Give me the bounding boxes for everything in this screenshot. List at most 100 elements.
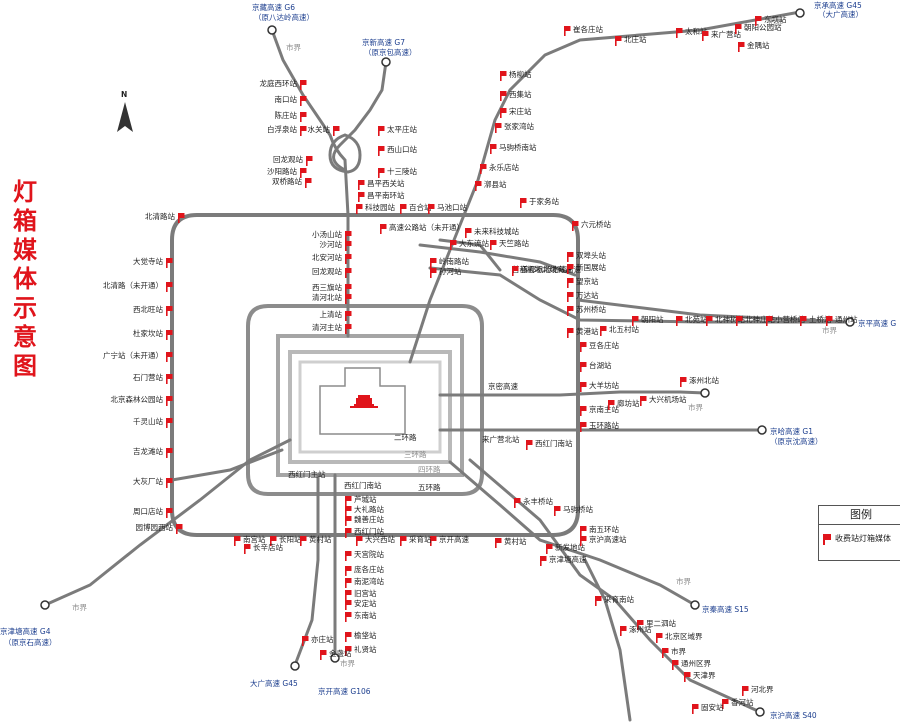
station-label: 首都机场北线高速 <box>521 264 581 274</box>
station-label: 永乐店站 <box>489 162 519 172</box>
hwy-label-g4: 京津塘高速 G4 <box>0 626 51 636</box>
station-label: 北清路站 <box>145 211 175 221</box>
flag-marker-icon <box>166 306 173 316</box>
flag-marker-icon <box>706 316 713 326</box>
hwy-label-g7: 京新高速 G7 <box>362 37 405 47</box>
station-label: 岭南路站 <box>439 256 469 266</box>
station-label: 河北界 <box>751 685 774 694</box>
legend: 图例 收费站灯箱媒体 <box>818 505 900 561</box>
hwy-label-g45s: 大广高速 G45 <box>250 678 298 688</box>
flag-marker-icon <box>676 316 683 326</box>
station-label: 小营桥站 <box>775 314 805 324</box>
station-label: 新发地站 <box>555 542 585 552</box>
flag-marker-icon <box>495 538 502 548</box>
flag-marker-icon <box>345 284 352 294</box>
flag-marker-icon <box>490 144 497 154</box>
terminal-g1 <box>757 425 767 435</box>
hwy-w-g5 <box>170 448 284 482</box>
flag-marker-icon <box>166 258 173 268</box>
title-char: 体 <box>13 265 37 293</box>
station-label: 大灰厂站 <box>133 476 163 486</box>
station-label: 京沪高速站 <box>589 534 627 544</box>
flag-marker-icon <box>345 600 352 610</box>
flag-marker-icon <box>676 28 683 38</box>
station-label: 吉龙滩站 <box>133 446 163 456</box>
flag-marker-icon <box>345 506 352 516</box>
flag-marker-icon <box>400 204 407 214</box>
station-label: 来广营站 <box>711 29 741 39</box>
station-label: 张家湾站 <box>504 121 534 131</box>
legend-item: 收费站灯箱媒体 <box>819 525 900 545</box>
flag-marker-icon <box>722 699 729 709</box>
ring4-label: 四环路 <box>418 464 441 474</box>
station-label: 白浮泉站 <box>267 124 297 134</box>
title-char: 灯 <box>13 178 37 206</box>
station-label: 北神庄站 <box>745 314 775 324</box>
station-label: 园博园西站 <box>136 522 174 532</box>
station-label: 新国展站 <box>576 262 606 272</box>
jingmi-label: 京密高速 <box>488 381 518 391</box>
flag-marker-icon <box>178 213 185 223</box>
station-label: 北苑站 <box>685 314 708 324</box>
station-label: 涿州站 <box>629 624 652 634</box>
flag-marker-icon <box>608 400 615 410</box>
flag-marker-icon <box>580 536 587 546</box>
flag-marker-icon <box>680 377 687 387</box>
station-label: 京津塘高速 <box>549 554 587 564</box>
map-title: 灯 箱 媒 体 示 意 图 <box>8 178 42 381</box>
station-label: 太和站 <box>685 26 708 36</box>
terminal-g6 <box>267 25 277 35</box>
flag-marker-icon <box>345 551 352 561</box>
station-label: 沙阳路站 <box>267 166 297 176</box>
station-label: 天津界 <box>693 671 716 680</box>
station-label: 漷县站 <box>484 179 507 189</box>
flag-marker-icon <box>615 36 622 46</box>
station-label: 清河北站 <box>312 292 342 302</box>
title-char: 箱 <box>13 207 37 235</box>
station-label: 京南主站 <box>589 404 619 414</box>
hwy-label-g106: 京开高速 G106 <box>318 686 371 696</box>
flag-marker-icon <box>345 496 352 506</box>
station-label: 安定站 <box>354 598 377 608</box>
flag-marker-icon <box>735 24 742 34</box>
flag-marker-icon <box>495 123 502 133</box>
flag-marker-icon <box>823 534 831 545</box>
flag-marker-icon <box>345 578 352 588</box>
flag-marker-icon <box>755 16 762 26</box>
flag-marker-icon <box>702 31 709 41</box>
station-label: 西北旺站 <box>133 304 163 314</box>
flag-marker-icon <box>166 330 173 340</box>
flag-marker-icon <box>166 418 173 428</box>
station-label: 朝阳站 <box>641 314 664 324</box>
hwy-label-g45n: 京承高速 G45 <box>814 0 862 10</box>
flag-marker-icon <box>595 596 602 606</box>
hwy-label-g7-sub: （原京包高速） <box>364 47 417 57</box>
station-label: 沙河站 <box>320 239 343 249</box>
shijie-label-ne: 市界 <box>768 17 783 27</box>
station-label: 清河主站 <box>312 322 342 332</box>
station-label: 万达站 <box>576 290 599 300</box>
station-label: 西集站 <box>509 89 532 99</box>
flag-marker-icon <box>546 544 553 554</box>
station-label: 南口站 <box>275 94 298 104</box>
flag-marker-icon <box>430 536 437 546</box>
station-label: 黄村站 <box>309 534 332 544</box>
flag-marker-icon <box>672 660 679 670</box>
terminals <box>40 8 855 717</box>
hwy-label-g45n-sub: （大广高速） <box>818 9 863 19</box>
flag-marker-icon <box>356 536 363 546</box>
terminal-g106 <box>330 653 340 663</box>
station-label: 土桥站 <box>809 314 832 324</box>
station-label: 回龙观站 <box>273 154 303 164</box>
station-label: 杨柳站 <box>509 69 532 79</box>
flag-marker-icon <box>234 536 241 546</box>
station-label: 永丰桥站 <box>523 496 553 506</box>
flag-marker-icon <box>662 648 669 658</box>
station-label: 六元桥站 <box>581 219 611 229</box>
hwy-g7 <box>332 60 388 172</box>
flag-marker-icon <box>270 536 277 546</box>
terminal-g45-n <box>795 8 805 18</box>
flag-marker-icon <box>554 506 561 516</box>
ring-2 <box>298 360 442 454</box>
station-label: 北京区域界 <box>665 631 703 641</box>
